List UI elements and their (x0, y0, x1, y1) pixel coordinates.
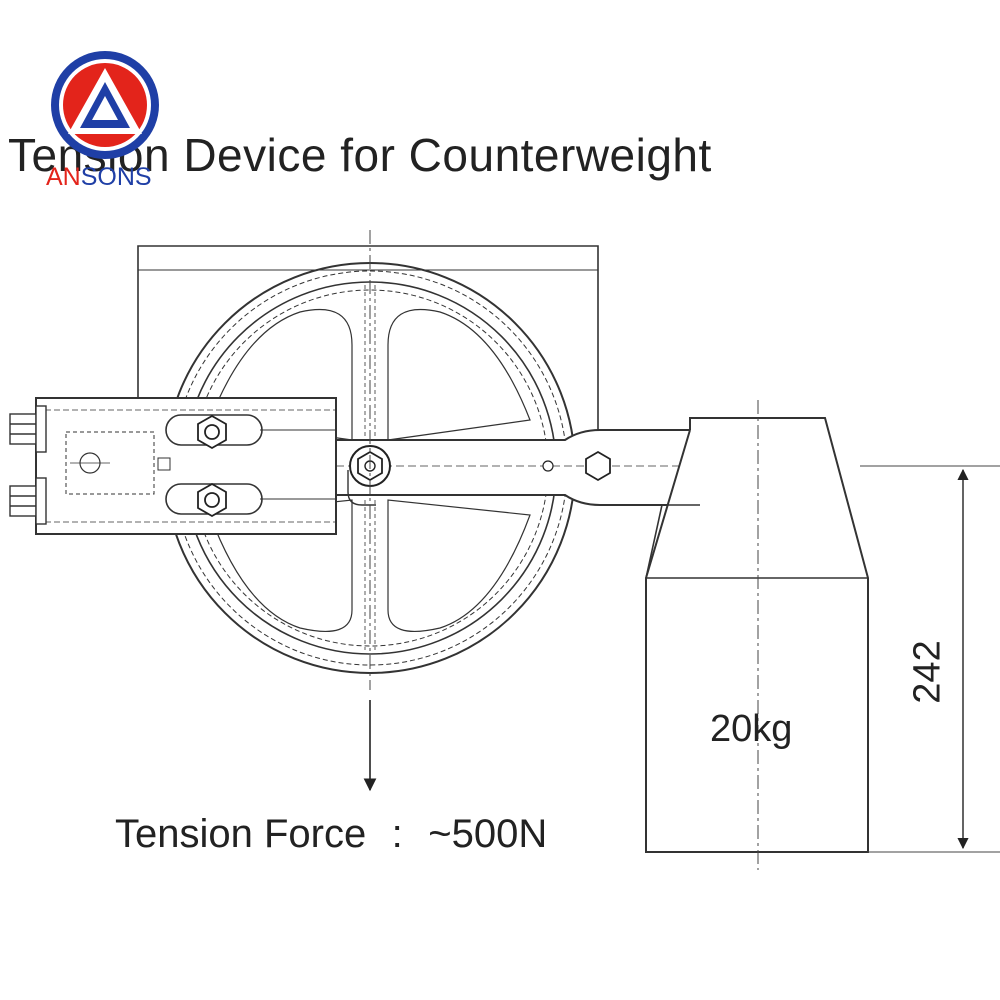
dimension-label: 242 (906, 640, 949, 704)
tension-force-label: Tension Force (115, 812, 367, 856)
ansons-logo-icon (51, 51, 159, 159)
slot-nuts (197, 414, 227, 518)
clamp-block (35, 397, 337, 535)
brand-name-part1: AN (46, 163, 81, 191)
tension-arm (335, 429, 781, 506)
tension-force-separator: : (391, 812, 403, 856)
back-plate (137, 245, 599, 430)
center-lines (369, 230, 1000, 870)
weight-label: 20kg (710, 708, 793, 750)
end-bolts (9, 405, 47, 525)
tension-force-value: ~500N (428, 812, 548, 856)
tension-force-caption: Tension Force: ~500N (115, 812, 547, 857)
brand-name: ANSONS (46, 163, 152, 192)
brand-name-part2: SONS (80, 163, 152, 191)
counterweight (645, 417, 869, 853)
